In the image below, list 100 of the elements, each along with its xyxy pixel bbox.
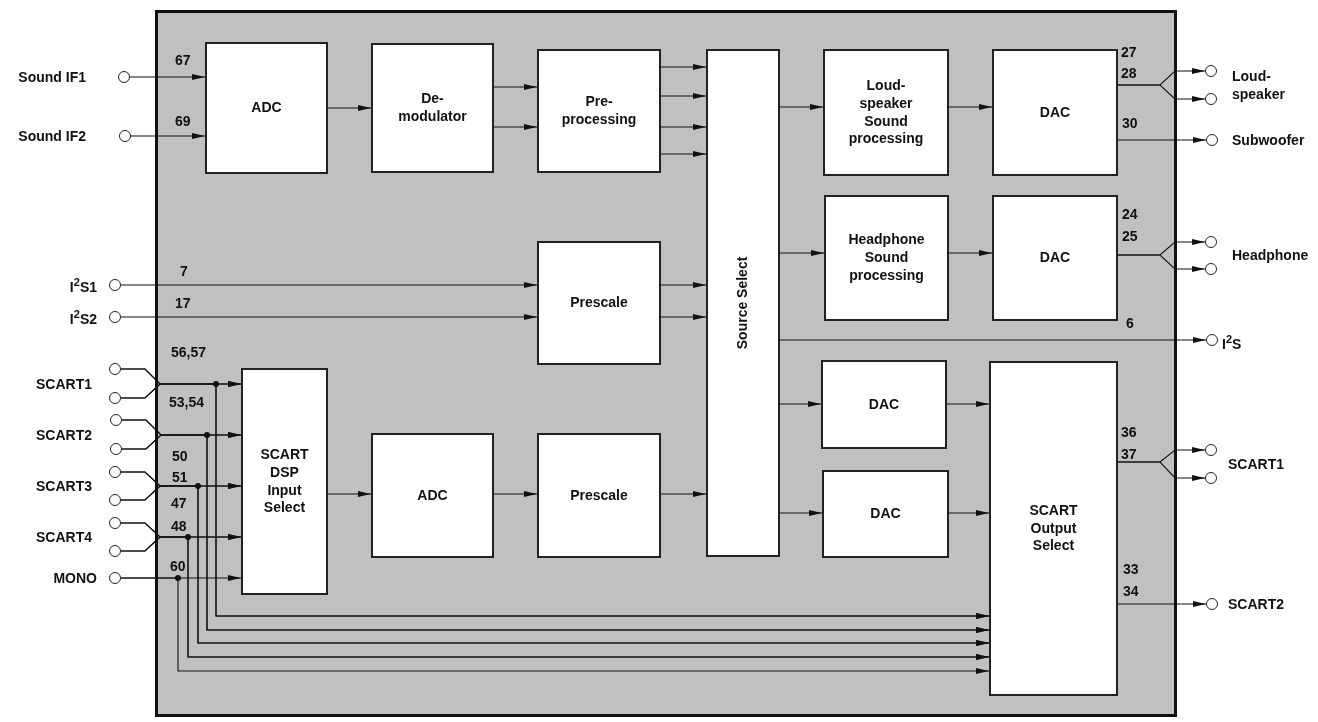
process-block: Prescale <box>537 241 661 365</box>
pin-label: SCART2 <box>36 425 92 445</box>
signal-arrow <box>493 491 538 497</box>
pin-terminal <box>110 414 122 426</box>
pin-terminal <box>109 572 121 584</box>
signal-arrow <box>660 151 707 157</box>
signal-arrow <box>779 510 823 516</box>
process-block: SCART Output Select <box>989 361 1118 696</box>
pin-terminal <box>1205 236 1217 248</box>
signal-arrow <box>493 84 538 90</box>
signal-arrow <box>1117 601 1207 607</box>
signal-arrow <box>779 250 825 256</box>
pin-number: 69 <box>175 114 191 128</box>
pin-terminal <box>119 130 131 142</box>
pin-terminal <box>109 466 121 478</box>
pin-number: 28 <box>1121 66 1137 80</box>
pin-label: I$^{2}$S1 <box>69 274 97 296</box>
pin-number: 37 <box>1121 447 1137 461</box>
chip-outline <box>155 10 1177 717</box>
pin-terminal <box>109 545 121 557</box>
pin-number: 56,57 <box>171 345 207 359</box>
pin-terminal <box>109 392 121 404</box>
pin-number: 34 <box>1123 584 1139 598</box>
pin-terminal <box>1205 472 1217 484</box>
signal-arrow <box>660 491 707 497</box>
pin-number: 24 <box>1122 207 1138 221</box>
pin-number: 48 <box>171 519 187 533</box>
pin-label: Loud- speaker <box>1232 66 1285 104</box>
pin-label: Sound IF2 <box>18 126 86 146</box>
pin-terminal <box>109 279 121 291</box>
pin-label: I$^{2}$S2 <box>69 306 97 328</box>
signal-arrow <box>779 401 822 407</box>
signal-arrow <box>120 282 538 288</box>
signal-arrow <box>1117 254 1206 272</box>
signal-arrow <box>327 491 372 497</box>
pin-number: 30 <box>1122 116 1138 130</box>
signal-arrow <box>493 124 538 130</box>
process-block: DAC <box>992 49 1118 176</box>
process-block: Source Select <box>706 49 780 557</box>
process-block: ADC <box>371 433 494 558</box>
process-block: Prescale <box>537 433 661 558</box>
process-block: DAC <box>992 195 1118 321</box>
signal-arrow <box>120 577 990 674</box>
signal-arrow <box>129 74 206 80</box>
pin-terminal <box>1205 65 1217 77</box>
pin-label: SCART2 <box>1228 594 1284 614</box>
signal-arrow <box>1117 137 1207 143</box>
process-block: ADC <box>205 42 328 174</box>
process-block: DAC <box>821 360 947 449</box>
pin-number: 7 <box>180 264 188 278</box>
process-block: Headphone Sound processing <box>824 195 949 321</box>
process-block: Loud- speaker Sound processing <box>823 49 949 176</box>
pin-terminal <box>110 443 122 455</box>
pin-terminal <box>1205 93 1217 105</box>
signal-arrow <box>948 104 993 110</box>
pin-number: 50 <box>172 449 188 463</box>
pin-label: SCART3 <box>36 476 92 496</box>
process-block: DAC <box>822 470 949 558</box>
pin-terminal <box>109 311 121 323</box>
pin-label: I$^{2}$S <box>1222 331 1242 353</box>
process-block: De- modulator <box>371 43 494 173</box>
pin-label: Sound IF1 <box>18 67 86 87</box>
signal-arrow <box>1117 461 1206 481</box>
signal-arrow <box>660 93 707 99</box>
signal-arrow <box>130 133 206 139</box>
pin-terminal <box>118 71 130 83</box>
signal-arrow <box>327 105 372 111</box>
signal-arrow <box>660 64 707 70</box>
signal-arrow <box>948 250 993 256</box>
pin-terminal <box>1206 598 1218 610</box>
pin-number: 25 <box>1122 229 1138 243</box>
pin-number: 51 <box>172 470 188 484</box>
pin-terminal <box>109 494 121 506</box>
signal-arrow <box>660 282 707 288</box>
pin-label: SCART1 <box>36 374 92 394</box>
signal-arrow <box>660 314 707 320</box>
pin-label: SCART1 <box>1228 454 1284 474</box>
pin-number: 17 <box>175 296 191 310</box>
process-block: Pre- processing <box>537 49 661 173</box>
signal-arrow <box>948 510 990 516</box>
pin-terminal <box>109 363 121 375</box>
pin-label: MONO <box>53 568 97 588</box>
signal-arrow <box>1117 84 1206 102</box>
signal-arrow <box>779 104 824 110</box>
pin-terminal <box>1206 334 1218 346</box>
pin-number: 6 <box>1126 316 1134 330</box>
pin-number: 67 <box>175 53 191 67</box>
signal-arrow <box>120 314 538 320</box>
signal-arrow <box>779 337 1207 343</box>
signal-arrow <box>946 401 990 407</box>
pin-number: 47 <box>171 496 187 510</box>
pin-label: Subwoofer <box>1232 130 1305 150</box>
pin-label: SCART4 <box>36 527 92 547</box>
process-block: SCART DSP Input Select <box>241 368 328 595</box>
pin-number: 60 <box>170 559 186 573</box>
pin-label: Headphone <box>1232 245 1309 265</box>
pin-number: 27 <box>1121 45 1137 59</box>
pin-terminal <box>1205 444 1217 456</box>
signal-arrow <box>660 124 707 130</box>
pin-terminal <box>109 517 121 529</box>
